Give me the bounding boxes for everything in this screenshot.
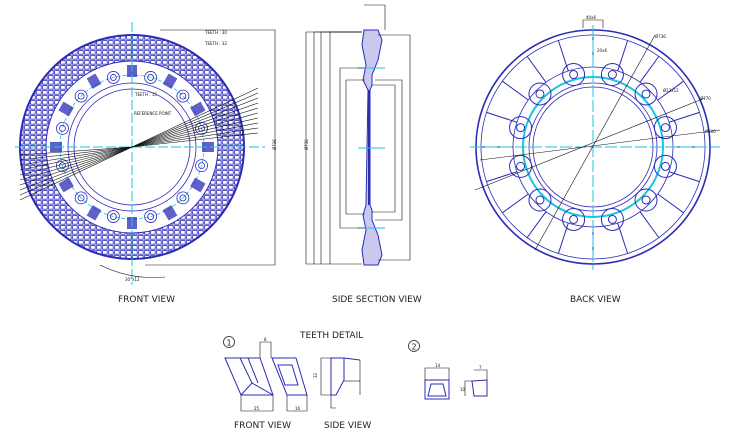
bolt-hole [653,154,677,178]
bolt-hole [509,154,533,178]
marker-1: 1 [227,339,232,348]
front-leader-lines [19,87,259,201]
dim-width-b: 16 [295,406,301,411]
teeth-inner-label: TEETH : 15 [134,92,157,97]
teeth-detail-title: TEETH DETAIL [299,331,363,341]
dim-width-a: 25 [254,406,260,411]
bolt-hole [634,82,658,106]
top-slot-label: 40x6 [586,15,596,20]
back-bolt-holes [509,63,677,231]
dim-w3: 7 [479,365,482,370]
front-bolt-holes [50,65,214,229]
bolt-hole [528,188,552,212]
tooth-side [330,357,361,396]
bolt-hole [528,82,552,106]
bolt-hole [74,89,88,103]
bolt-label: Ø12x12 [663,88,679,93]
back-view: 40x6 20x6 Ø12x12 Ø736 Ø770 Ø500 [470,15,721,270]
back-outer-label: Ø736 [655,34,666,39]
back-view-label: BACK VIEW [570,295,621,305]
side-section-view: Ø736 [304,4,411,266]
dim-w2: 14 [435,363,441,368]
bolt-hole [56,121,69,135]
marker-2: 2 [412,343,417,352]
back-inner-label: Ø500 [705,129,716,134]
bolt-hole [562,207,586,231]
teeth-outer-label: TEETH : 30 [204,30,227,35]
front-view-label: FRONT VIEW [118,295,175,305]
bolt-hole [195,159,208,173]
bolt-hole [600,63,624,87]
bolt-hole [144,210,158,223]
bolt-hole [106,71,120,84]
bolt-hole [74,191,88,205]
side-section-view-label: SIDE SECTION VIEW [332,295,422,305]
bolt-hole [562,63,586,87]
side-dim-label: Ø736 [304,139,309,150]
dim-top: 8 [264,337,267,342]
bolt-hole [144,71,158,84]
teeth-side-view-label: SIDE VIEW [324,421,371,431]
bolt-hole [176,191,190,205]
bolt-hole [509,116,533,140]
bolt-hole [653,116,677,140]
back-mid-label: Ø770 [700,96,711,101]
overall-dim-label: Ø736 [272,139,277,150]
bolt-hole [195,121,208,135]
bolt-hole [600,207,624,231]
rib-label: 20x6 [597,48,607,53]
front-view: TEETH : 30 TEETH : 32 TEETH : 15 REFEREN… [15,22,277,285]
teeth-detail: TEETH DETAIL 1 2 8 25 16 32 [223,331,488,431]
angle-label: 30°x12 [125,277,140,282]
dim-height: 32 [313,372,318,378]
dim-h2: 10 [460,387,466,392]
teeth-front-view-label: FRONT VIEW [234,421,291,431]
bolt-hole [176,89,190,103]
tooth-detail-2 [424,379,488,400]
bolt-hole [106,210,120,223]
tooth-front-a [224,357,308,396]
teeth-mid-label: TEETH : 32 [204,41,227,46]
reference-point-label: REFERENCE POINT [134,111,172,116]
bolt-hole [634,188,658,212]
